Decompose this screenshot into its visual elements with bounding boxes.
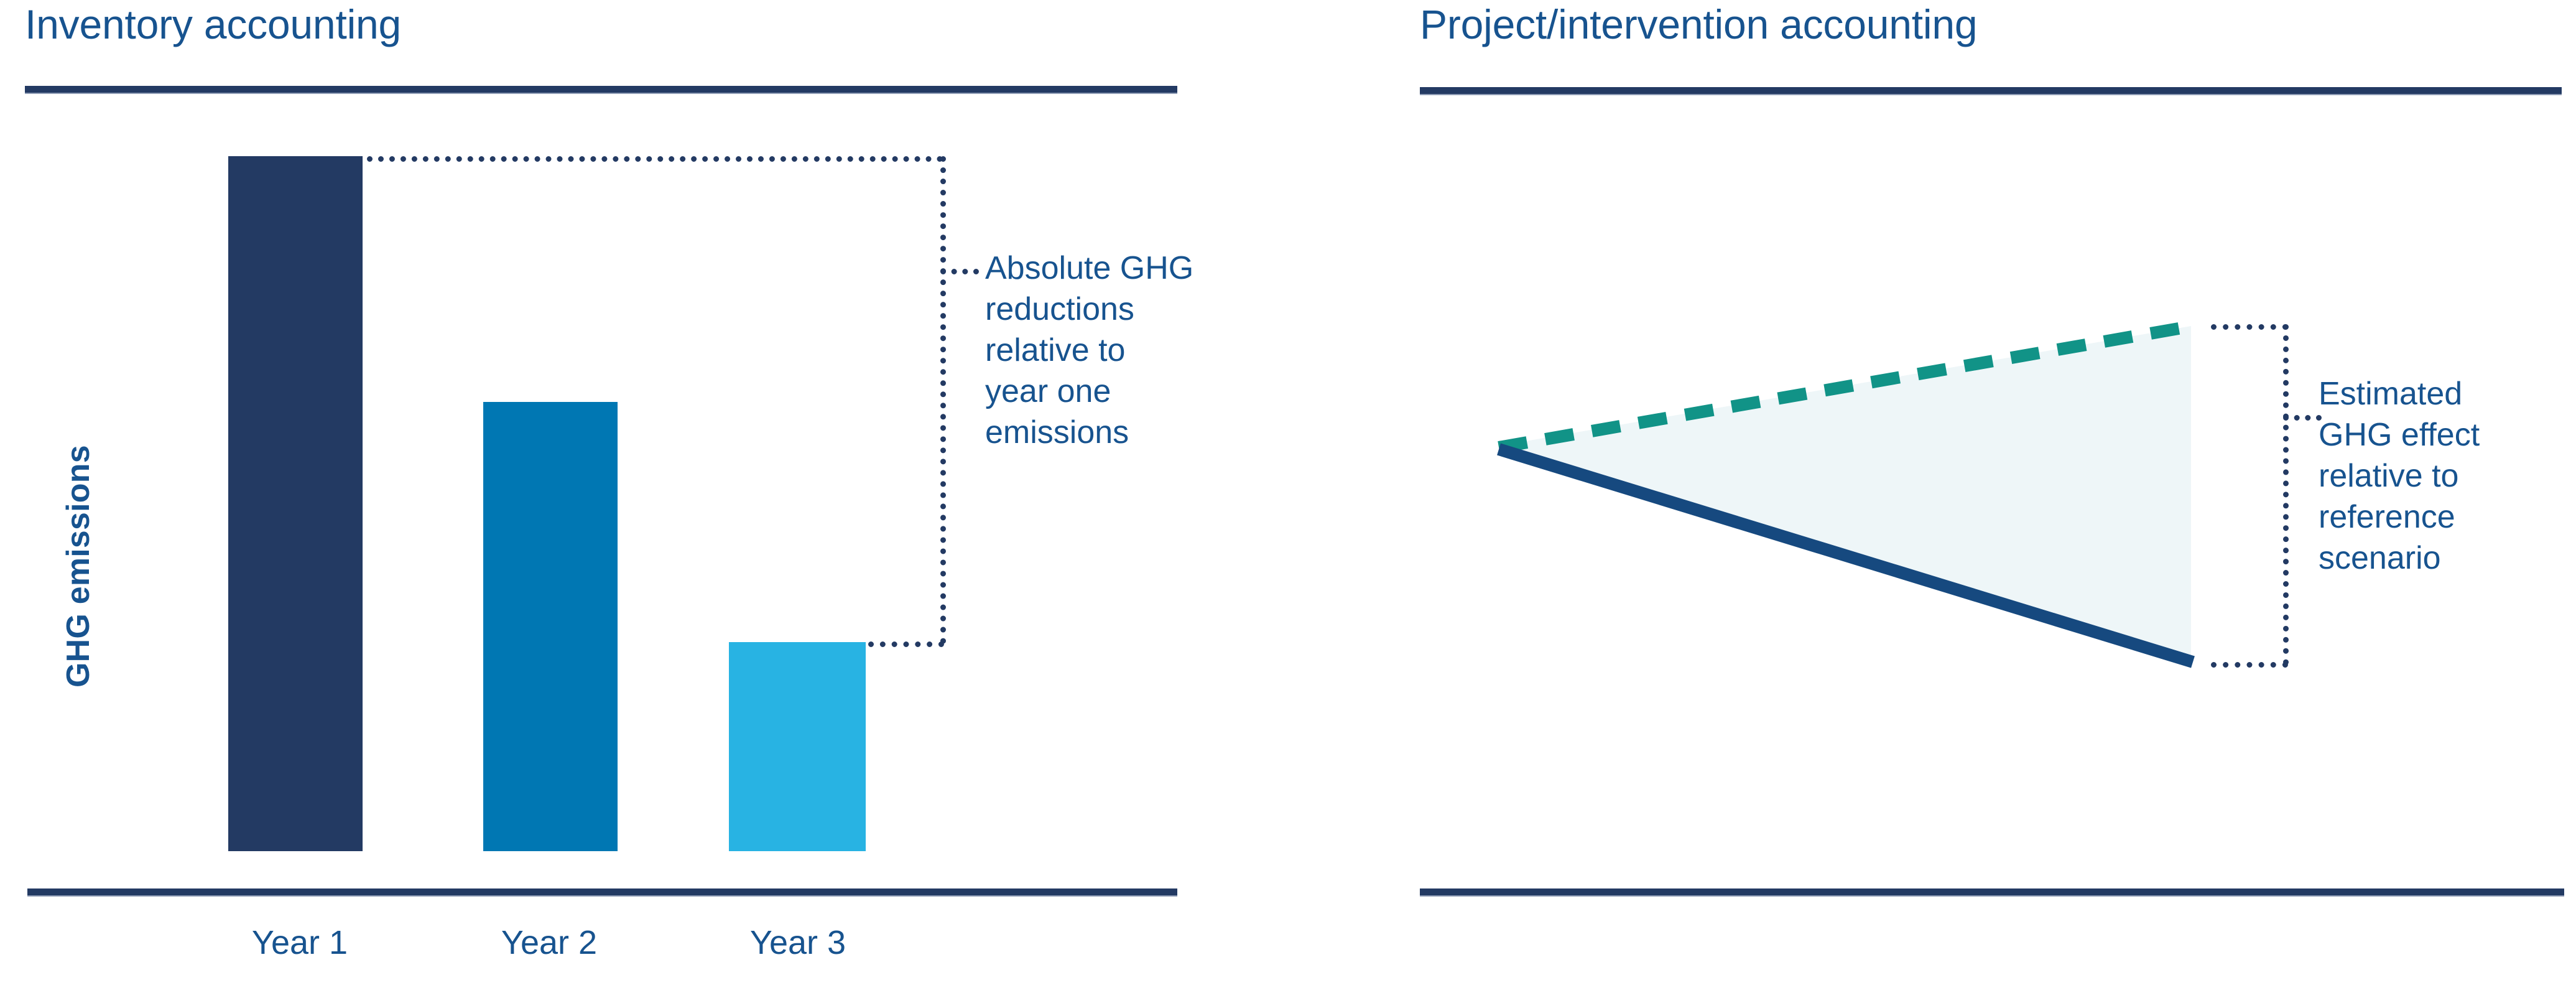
- panel-inventory-accounting: Inventory accounting GHG emissions Absol…: [0, 1, 1288, 979]
- bracket-top-line-left: [367, 156, 943, 162]
- annotation-estimated-effect: Estimated GHG effect relative to referen…: [2319, 376, 2480, 576]
- bracket-vertical-left: [940, 156, 946, 644]
- reference-scenario-line: [1498, 320, 2194, 454]
- bracket-leader-right: [2283, 415, 2322, 421]
- bracket-bottom-line-right: [2211, 662, 2288, 668]
- panel-project-intervention-accounting: Project/intervention accounting GHG emis…: [1396, 0, 2576, 998]
- bracket-top-line-right: [2211, 324, 2288, 330]
- page-title: Inventory accounting: [25, 1, 402, 47]
- bar-year-2: [483, 402, 618, 851]
- bracket-bottom-line-left: [868, 641, 944, 647]
- x-axis-line-right: [1420, 888, 2564, 897]
- annotation-absolute-reductions: Absolute GHG reductions relative to year…: [985, 250, 1194, 450]
- x-tick-left-year-1: Year 1: [251, 924, 348, 961]
- bar-year-3: [729, 642, 866, 851]
- bracket-leader-left: [940, 269, 979, 274]
- x-axis-line-left: [27, 888, 1177, 897]
- wedge-fill-area: [1501, 326, 2191, 662]
- project-wedge-chart: [1497, 320, 2195, 668]
- bar-year-1: [228, 156, 363, 851]
- divider-top-left: [25, 86, 1177, 94]
- x-tick-labels-left: Year 1 Year 2 Year 3: [0, 923, 1288, 979]
- intervention-scenario-line: [1497, 443, 2195, 668]
- x-tick-left-year-3: Year 3: [749, 924, 846, 961]
- divider-top-right: [1420, 87, 2562, 95]
- page-title-right: Project/intervention accounting: [1420, 1, 1978, 47]
- x-tick-left-year-2: Year 2: [501, 924, 598, 961]
- y-axis-label-left: GHG emissions: [60, 445, 96, 688]
- bracket-vertical-right: [2283, 324, 2289, 665]
